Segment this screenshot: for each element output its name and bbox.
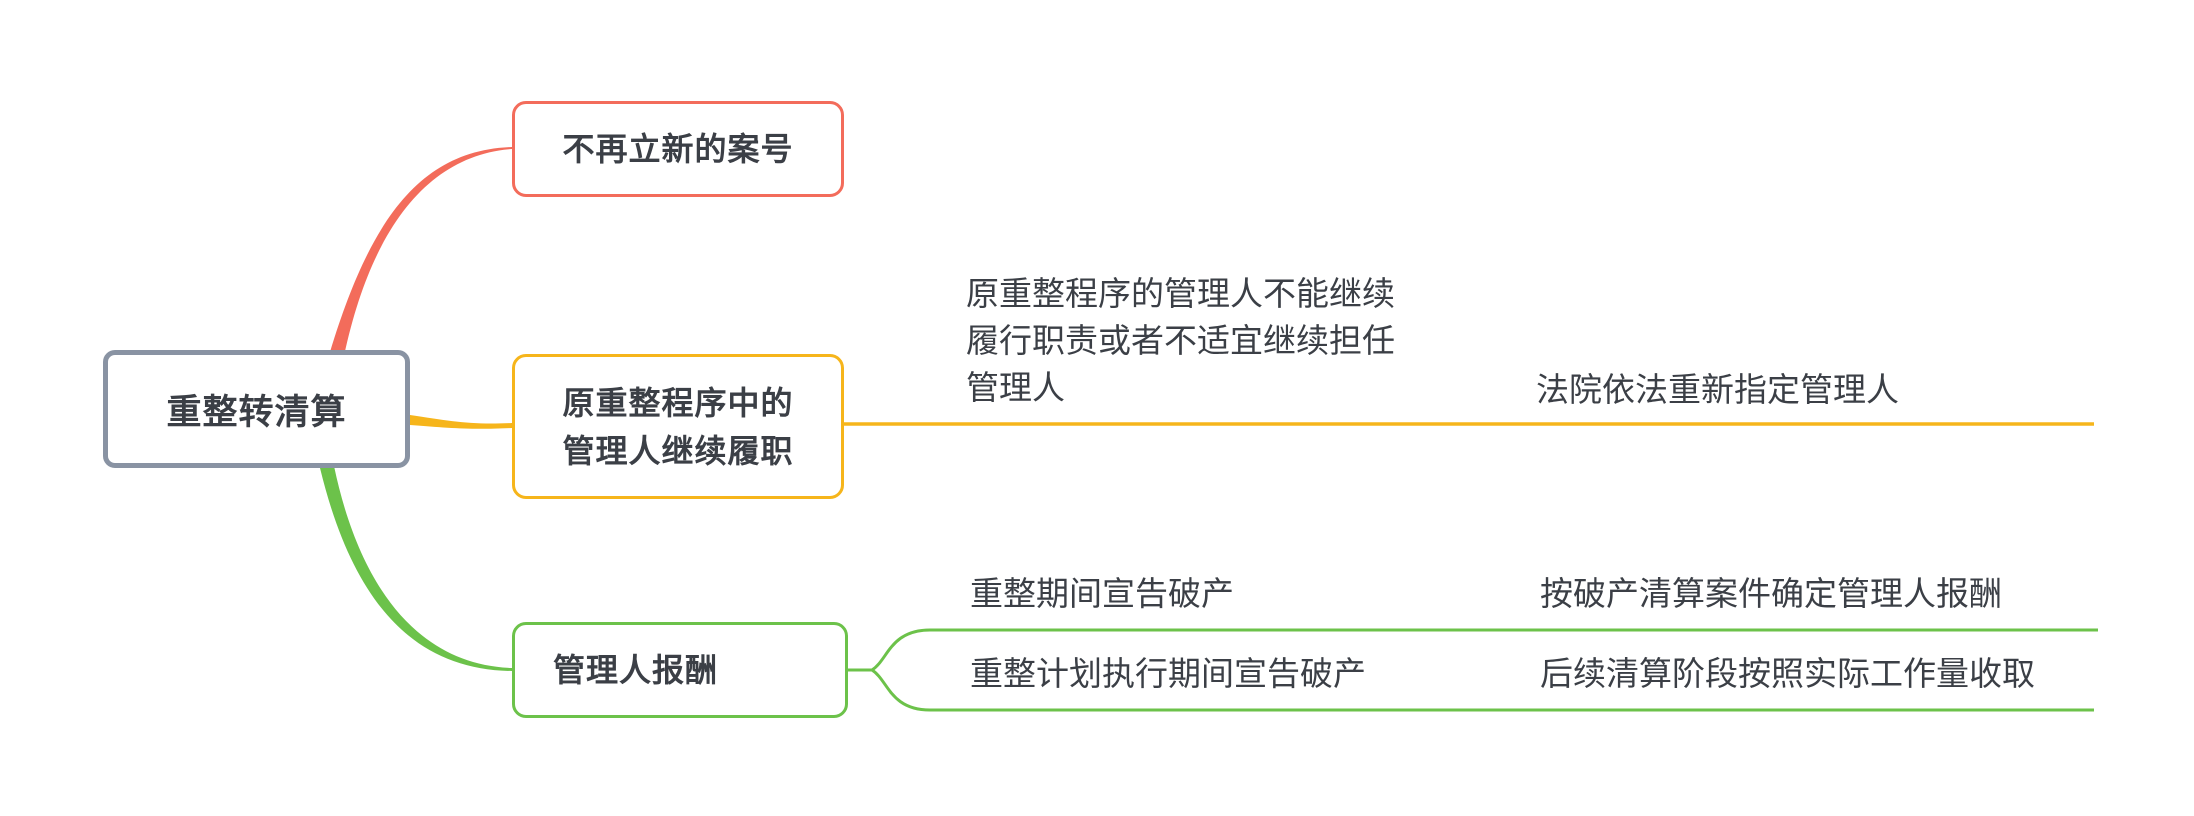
- leaf-node-administrator-unfit[interactable]: 原重整程序的管理人不能继续履行职责或者不适宜继续担任管理人: [966, 270, 1426, 411]
- leaf-node-label: 重整计划执行期间宣告破产: [970, 654, 1366, 693]
- branch-node-label: 原重整程序中的 管理人继续履职: [562, 383, 794, 470]
- branch-node-label: 管理人报酬: [553, 651, 719, 689]
- leaf-node-bankruptcy-during-reorganization[interactable]: 重整期间宣告破产: [970, 570, 1234, 617]
- branch-node-case-number[interactable]: 不再立新的案号: [512, 101, 844, 197]
- leaf-node-label: 原重整程序的管理人不能继续履行职责或者不适宜继续担任管理人: [966, 274, 1395, 407]
- leaf-node-fee-by-liquidation-case[interactable]: 按破产清算案件确定管理人报酬: [1540, 570, 2002, 617]
- connector-green-upper: [871, 628, 2098, 672]
- connector-root-to-case-number: [330, 147, 512, 356]
- leaf-node-label: 按破产清算案件确定管理人报酬: [1540, 574, 2002, 613]
- leaf-node-court-reappoints[interactable]: 法院依法重新指定管理人: [1536, 366, 1899, 413]
- root-node[interactable]: 重整转清算: [103, 350, 410, 468]
- connector-root-to-administrator-fee: [320, 466, 512, 671]
- leaf-node-label: 重整期间宣告破产: [970, 574, 1234, 613]
- branch-node-label: 不再立新的案号: [562, 130, 794, 168]
- leaf-node-fee-by-actual-workload[interactable]: 后续清算阶段按照实际工作量收取: [1540, 650, 2035, 697]
- leaf-node-label: 后续清算阶段按照实际工作量收取: [1540, 654, 2035, 693]
- connector-root-to-administrator-continues: [410, 415, 512, 429]
- connector-green-lower: [871, 668, 2094, 712]
- leaf-node-bankruptcy-during-plan-execution[interactable]: 重整计划执行期间宣告破产: [970, 650, 1366, 697]
- leaf-node-label: 法院依法重新指定管理人: [1536, 370, 1899, 409]
- branch-node-administrator-continues[interactable]: 原重整程序中的 管理人继续履职: [512, 354, 844, 499]
- root-node-label: 重整转清算: [166, 392, 347, 433]
- branch-node-administrator-fee[interactable]: 管理人报酬: [512, 622, 848, 718]
